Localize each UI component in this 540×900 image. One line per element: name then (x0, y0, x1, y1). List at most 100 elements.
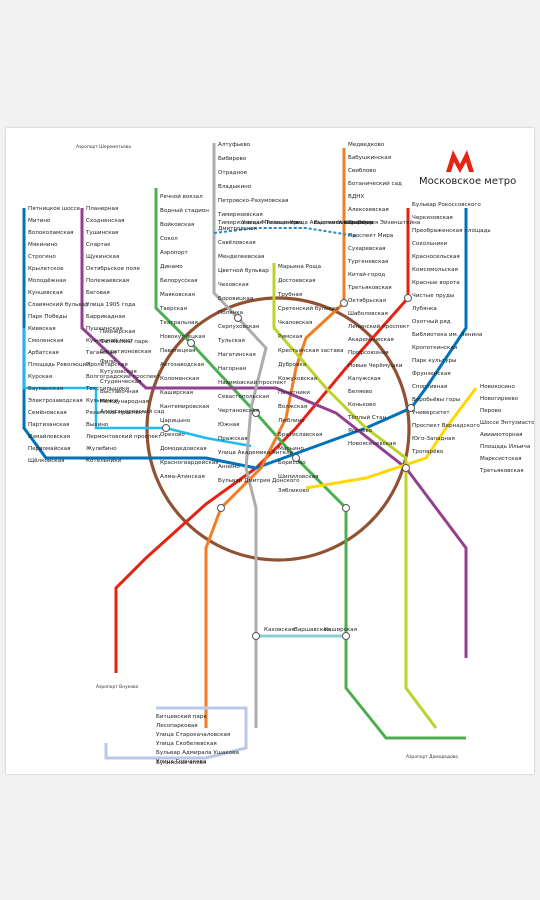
station-label[interactable]: Юго-Западная (412, 436, 455, 442)
station-label[interactable]: Римская (278, 334, 302, 340)
station-label[interactable]: Шаболовская (348, 311, 388, 317)
station-label[interactable]: Коломенская (160, 376, 199, 382)
station-label[interactable]: Улица Академика Королёва (290, 220, 372, 226)
station-label[interactable]: Севастопольская (218, 394, 269, 400)
station-label[interactable]: Дмитровская (218, 226, 257, 232)
station-label[interactable]: Серпуховская (218, 324, 259, 330)
station-label[interactable]: Пушкинская (86, 326, 123, 332)
station-label[interactable]: Павелецкая (160, 348, 195, 354)
station-label[interactable]: Курская (28, 374, 52, 380)
station-label[interactable]: Площадь Революции (28, 362, 90, 368)
station-label[interactable]: Динамо (160, 264, 183, 270)
station-label[interactable]: Пионерская (100, 329, 135, 335)
station-label[interactable]: Автозаводская (160, 362, 204, 368)
station-label[interactable]: Нагорная (218, 366, 246, 372)
transfer-node[interactable] (402, 464, 410, 472)
metro-map-card[interactable]: Московское метро (6, 128, 534, 774)
transfer-node[interactable] (187, 339, 195, 347)
station-label[interactable]: Новокосино (480, 384, 516, 390)
station-label[interactable]: Международная (100, 399, 149, 405)
station-label[interactable]: Славянский бульвар (28, 301, 89, 308)
station-label[interactable]: Аэропорт (160, 250, 188, 256)
station-label[interactable]: Арбатская (28, 350, 59, 356)
station-label[interactable]: Бунинская аллея (156, 760, 207, 766)
station-label[interactable]: Молодёжная (28, 278, 66, 284)
station-label[interactable]: Бульвар Дмитрия Донского (218, 478, 300, 484)
station-label[interactable]: Алексеевская (348, 207, 389, 213)
station-label[interactable]: Парк Победы (28, 314, 67, 320)
station-label[interactable]: Воробьёвы горы (412, 397, 460, 403)
station-label[interactable]: Красносельская (412, 254, 460, 260)
station-label[interactable]: Боровицкая (218, 296, 253, 302)
station-label[interactable]: Новокузнецкая (160, 334, 205, 340)
station-label[interactable]: Марксистская (480, 456, 521, 462)
station-label[interactable]: Парк культуры (412, 358, 456, 364)
station-label[interactable]: Новоясеневская (348, 441, 396, 447)
station-label[interactable]: Черкизовская (412, 215, 453, 221)
station-label[interactable]: Каховская (264, 627, 295, 633)
station-label[interactable]: Медведково (348, 142, 385, 148)
station-label[interactable]: Орехово (160, 432, 185, 438)
station-label[interactable]: Царицыно (160, 418, 191, 424)
station-label[interactable]: Шипиловская (278, 474, 318, 480)
transfer-node[interactable] (404, 294, 412, 302)
station-label[interactable]: Кожуховская (278, 376, 317, 382)
station-label[interactable]: Ленинский проспект (348, 323, 410, 330)
station-label[interactable]: Митино (28, 218, 51, 224)
station-label[interactable]: Люблино (278, 418, 305, 424)
station-label[interactable]: Университет (412, 410, 450, 416)
station-label[interactable]: Улица Скобелевская (156, 741, 217, 747)
station-label[interactable]: Академическая (348, 337, 394, 343)
station-label[interactable]: Чеховская (218, 282, 249, 288)
station-label[interactable]: Борисово (278, 460, 306, 466)
station-label[interactable]: Перово (480, 408, 502, 414)
station-label[interactable]: Бауманская (28, 386, 63, 392)
station-label[interactable]: Улица Сергея Эйзенштейна (338, 219, 420, 226)
station-label[interactable]: Телецентр (265, 220, 298, 226)
station-label[interactable]: Улица Старокачаловская (156, 732, 230, 738)
station-label[interactable]: Чертановская (218, 408, 259, 414)
station-label[interactable]: Охотный ряд (412, 318, 451, 325)
station-label[interactable]: Крылатское (28, 266, 64, 272)
station-label[interactable]: Новогиреево (480, 396, 519, 402)
station-label[interactable]: Китай-город (348, 271, 385, 278)
station-label[interactable]: Тимирязевская (217, 212, 263, 218)
station-label[interactable]: Беговая (86, 290, 110, 296)
station-label[interactable]: Нагатинская (218, 352, 256, 358)
station-label[interactable]: Дубровка (278, 362, 306, 368)
station-label[interactable]: Октябрьская (348, 298, 386, 304)
station-label[interactable]: Ясенево (348, 428, 373, 434)
station-label[interactable]: Алтуфьево (218, 142, 251, 148)
transfer-node[interactable] (342, 504, 350, 512)
station-label[interactable]: Пражская (218, 436, 247, 442)
station-label[interactable]: Улица Милашенкова (242, 220, 303, 226)
transfer-node[interactable] (234, 314, 242, 322)
station-label[interactable]: Октябрьское поле (86, 266, 140, 272)
station-label[interactable]: Фрунзенская (412, 371, 451, 377)
station-label[interactable]: Текстильщики (85, 386, 129, 392)
station-label[interactable]: Зябликово (278, 488, 310, 494)
station-label[interactable]: Лермонтовский проспект (86, 433, 162, 440)
station-label[interactable]: Проспект Вернадского (412, 423, 480, 429)
station-label[interactable]: Тульская (217, 338, 245, 344)
station-label[interactable]: Рижская (348, 220, 373, 226)
station-label[interactable]: Тропарёво (411, 449, 444, 455)
station-label[interactable]: Чкаловская (278, 320, 312, 326)
station-label[interactable]: Проспект Мира (348, 233, 393, 239)
station-label[interactable]: Бибирево (218, 156, 247, 162)
station-label[interactable]: Аннино (218, 464, 240, 470)
station-label[interactable]: Жулебино (86, 446, 117, 452)
station-label[interactable]: Улица Горчакова (156, 759, 206, 765)
station-label[interactable]: Багратионовская (100, 349, 151, 355)
station-label[interactable]: Цветной бульвар (218, 267, 269, 274)
station-label[interactable]: Кузьминки (86, 398, 118, 404)
transfer-node[interactable] (162, 424, 170, 432)
station-label[interactable]: Выставочная (100, 389, 139, 395)
station-label[interactable]: Котельники (86, 458, 122, 464)
station-label[interactable]: Партизанская (28, 422, 69, 428)
station-label[interactable]: Улица 1905 года (86, 302, 135, 308)
station-label[interactable]: Волоколамская (28, 230, 74, 236)
station-label[interactable]: Спартак (86, 242, 111, 248)
station-label[interactable]: Крестьянская застава (278, 348, 344, 354)
station-label[interactable]: Чистые пруды (412, 293, 454, 299)
